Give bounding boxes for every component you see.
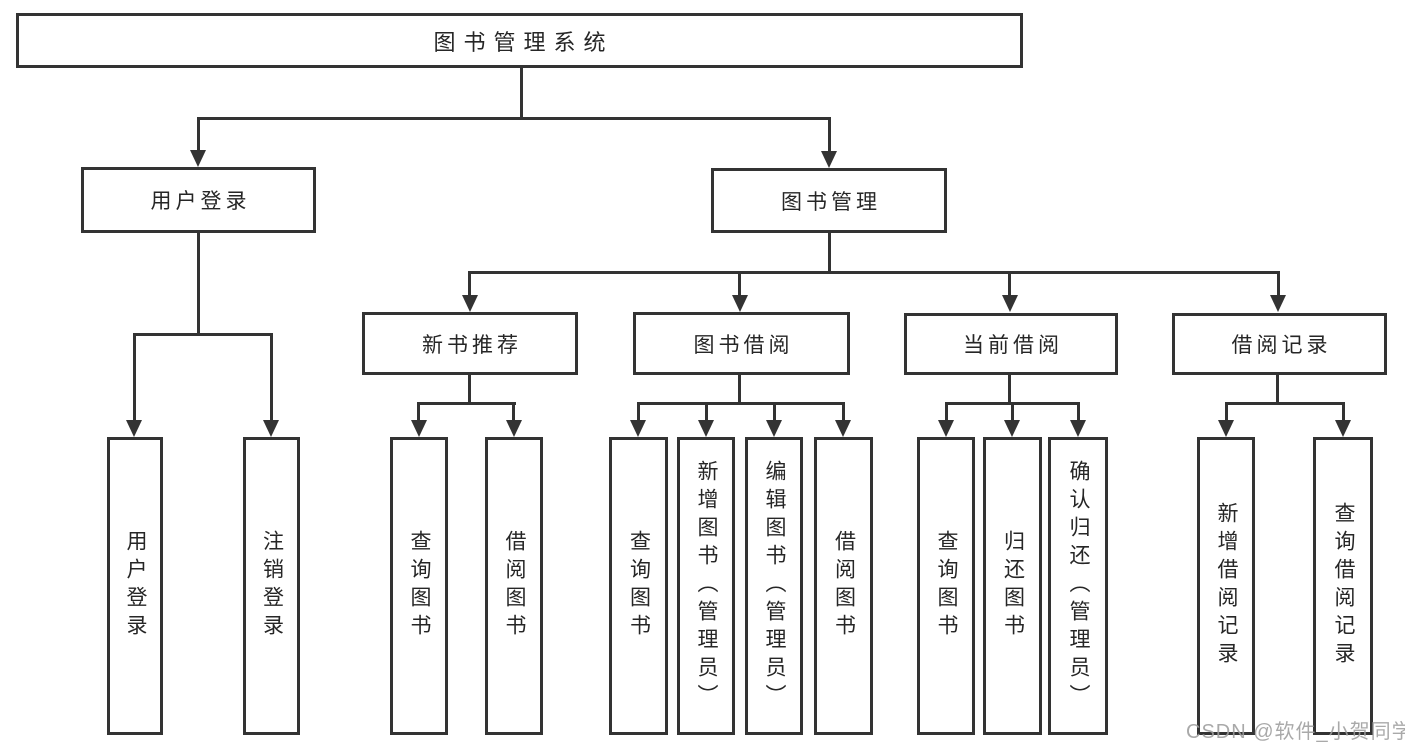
arrow-down-icon [411, 420, 427, 437]
node-borrow-record-label: 借阅记录 [1231, 334, 1332, 357]
node-library-system: 图书管理系统 [16, 13, 1023, 68]
leaf-query-books-borrow: 查询图书 [609, 437, 668, 735]
connector-line [197, 233, 200, 336]
leaf-logout-label: 注销登录 [260, 530, 284, 642]
connector-line [197, 117, 831, 120]
arrow-down-icon [1002, 295, 1018, 312]
node-book-borrow: 图书借阅 [633, 312, 850, 375]
leaf-query-borrow-record: 查询借阅记录 [1313, 437, 1373, 735]
leaf-query-books-current: 查询图书 [917, 437, 975, 735]
node-book-borrow-label: 图书借阅 [693, 333, 794, 357]
connector-line [1342, 402, 1345, 422]
arrow-down-icon [938, 420, 954, 437]
leaf-query-books-borrow-label: 查询图书 [627, 530, 651, 642]
arrow-down-icon [462, 295, 478, 312]
arrow-down-icon [190, 150, 206, 167]
connector-line [738, 271, 741, 297]
leaf-query-books-recommend-label: 查询图书 [408, 530, 431, 642]
arrow-down-icon [263, 420, 279, 437]
leaf-add-borrow-record: 新增借阅记录 [1197, 437, 1255, 735]
arrow-down-icon [506, 420, 522, 437]
connector-line [1077, 402, 1080, 422]
connector-line [1011, 402, 1014, 422]
node-book-management-label: 图书管理 [781, 190, 881, 214]
node-book-management: 图书管理 [711, 168, 947, 233]
connector-line [1276, 375, 1279, 405]
arrow-down-icon [1270, 295, 1286, 312]
leaf-confirm-return-admin: 确认归还（管理员） [1048, 437, 1108, 735]
leaf-add-borrow-record-label: 新增借阅记录 [1215, 502, 1238, 670]
leaf-add-books-admin-label: 新增图书（管理员） [695, 460, 718, 712]
connector-line [738, 375, 741, 405]
arrow-down-icon [821, 151, 837, 168]
connector-line [270, 333, 273, 421]
connector-line [842, 402, 845, 422]
leaf-user-login: 用户登录 [107, 437, 163, 735]
connector-line [520, 68, 523, 120]
node-current-borrow: 当前借阅 [904, 313, 1118, 375]
leaf-query-borrow-record-label: 查询借阅记录 [1332, 502, 1355, 670]
arrow-down-icon [766, 420, 782, 437]
connector-line [469, 271, 1280, 274]
leaf-query-books-current-label: 查询图书 [935, 530, 958, 642]
leaf-user-login-label: 用户登录 [124, 530, 147, 642]
leaf-borrow-books-recommend: 借阅图书 [485, 437, 543, 735]
connector-line [637, 402, 845, 405]
arrow-down-icon [1004, 420, 1020, 437]
arrow-down-icon [630, 420, 646, 437]
connector-line [417, 402, 420, 422]
connector-line [512, 402, 515, 422]
arrow-down-icon [1070, 420, 1086, 437]
connector-line [945, 402, 948, 422]
node-current-borrow-label: 当前借阅 [963, 334, 1063, 357]
arrow-down-icon [1335, 420, 1351, 437]
node-new-book-recommend: 新书推荐 [362, 312, 578, 375]
leaf-return-books: 归还图书 [983, 437, 1042, 735]
leaf-return-books-label: 归还图书 [1001, 530, 1025, 642]
arrow-down-icon [698, 420, 714, 437]
arrow-down-icon [1218, 420, 1234, 437]
arrow-down-icon [732, 295, 748, 312]
node-new-book-recommend-label: 新书推荐 [422, 333, 522, 357]
arrow-down-icon [835, 420, 851, 437]
node-borrow-record: 借阅记录 [1172, 313, 1387, 375]
connector-line [418, 402, 516, 405]
leaf-logout: 注销登录 [243, 437, 300, 735]
connector-line [197, 117, 200, 151]
node-user-login: 用户登录 [81, 167, 316, 233]
connector-line [133, 333, 136, 421]
leaf-borrow-books: 借阅图书 [814, 437, 873, 735]
connector-line [1225, 402, 1344, 405]
connector-line [1008, 375, 1011, 405]
node-library-system-label: 图书管理系统 [433, 29, 614, 55]
connector-line [637, 402, 640, 422]
connector-line [468, 271, 471, 297]
arrow-down-icon [126, 420, 142, 437]
connector-line [1225, 402, 1228, 422]
connector-line [828, 233, 831, 274]
connector-line [134, 333, 273, 336]
csdn-watermark: CSDN @软件_小贺同学 [1186, 721, 1405, 743]
connector-line [773, 402, 776, 422]
connector-line [705, 402, 708, 422]
leaf-confirm-return-admin-label: 确认归还（管理员） [1067, 460, 1090, 712]
connector-line [1277, 271, 1280, 297]
connector-line [1008, 271, 1011, 297]
leaf-query-books-recommend: 查询图书 [390, 437, 448, 735]
leaf-add-books-admin: 新增图书（管理员） [677, 437, 735, 735]
leaf-edit-books-admin: 编辑图书（管理员） [745, 437, 803, 735]
leaf-borrow-books-recommend-label: 借阅图书 [503, 530, 526, 642]
leaf-edit-books-admin-label: 编辑图书（管理员） [763, 460, 786, 712]
connector-line [828, 117, 831, 152]
connector-line [468, 375, 471, 405]
leaf-borrow-books-label: 借阅图书 [832, 530, 856, 642]
node-user-login-label: 用户登录 [150, 190, 251, 213]
